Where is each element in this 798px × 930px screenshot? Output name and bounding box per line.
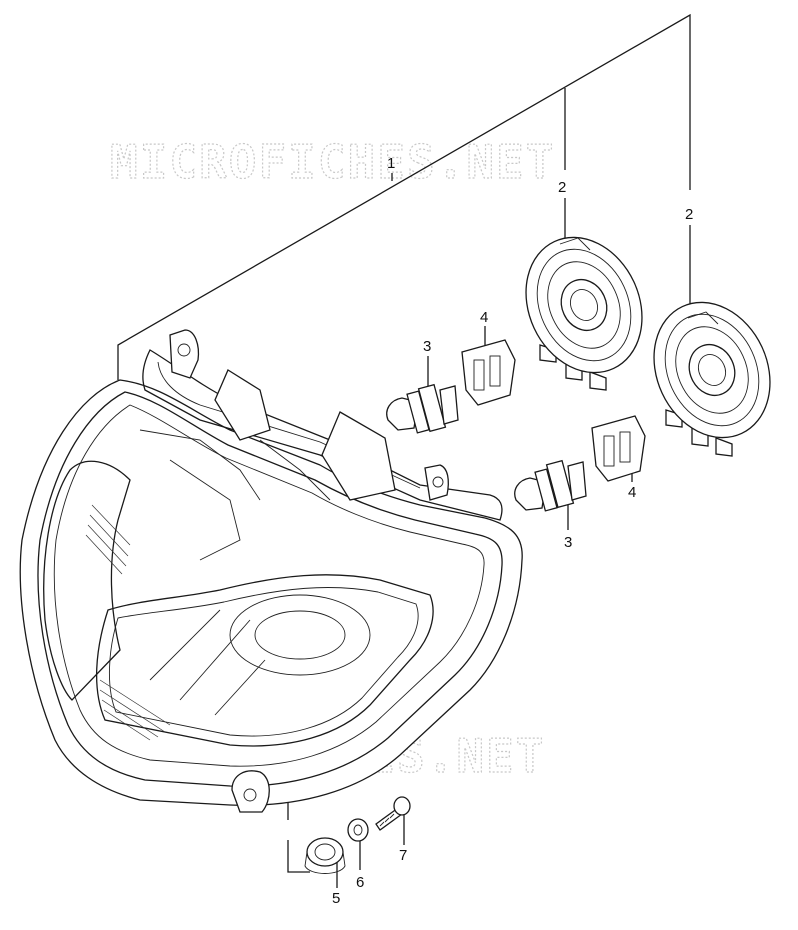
callout-7: 7 — [399, 847, 407, 864]
screw-icon — [375, 796, 411, 831]
halogen-bulb-icon — [386, 383, 587, 512]
washer-icon — [347, 818, 369, 842]
callout-4-bottom: 4 — [628, 484, 636, 501]
callout-1: 1 — [387, 155, 395, 172]
callout-3-bottom: 3 — [564, 534, 572, 551]
callout-3-top: 3 — [423, 338, 431, 355]
callout-6: 6 — [356, 874, 364, 891]
callout-4-top: 4 — [480, 309, 488, 326]
callout-5: 5 — [332, 890, 340, 907]
bulb-socket-cover-icon — [525, 236, 771, 457]
rubber-grommet-icon — [304, 837, 346, 874]
callout-2-left: 2 — [558, 179, 566, 196]
callout-labels: 1 2 2 3 4 3 4 5 6 7 — [332, 155, 693, 907]
headlight-assembly-icon — [19, 329, 523, 813]
callout-2-right: 2 — [685, 206, 693, 223]
watermark-top: MICROFICHES.NET — [110, 135, 555, 189]
bulb-socket-icon — [461, 339, 646, 482]
